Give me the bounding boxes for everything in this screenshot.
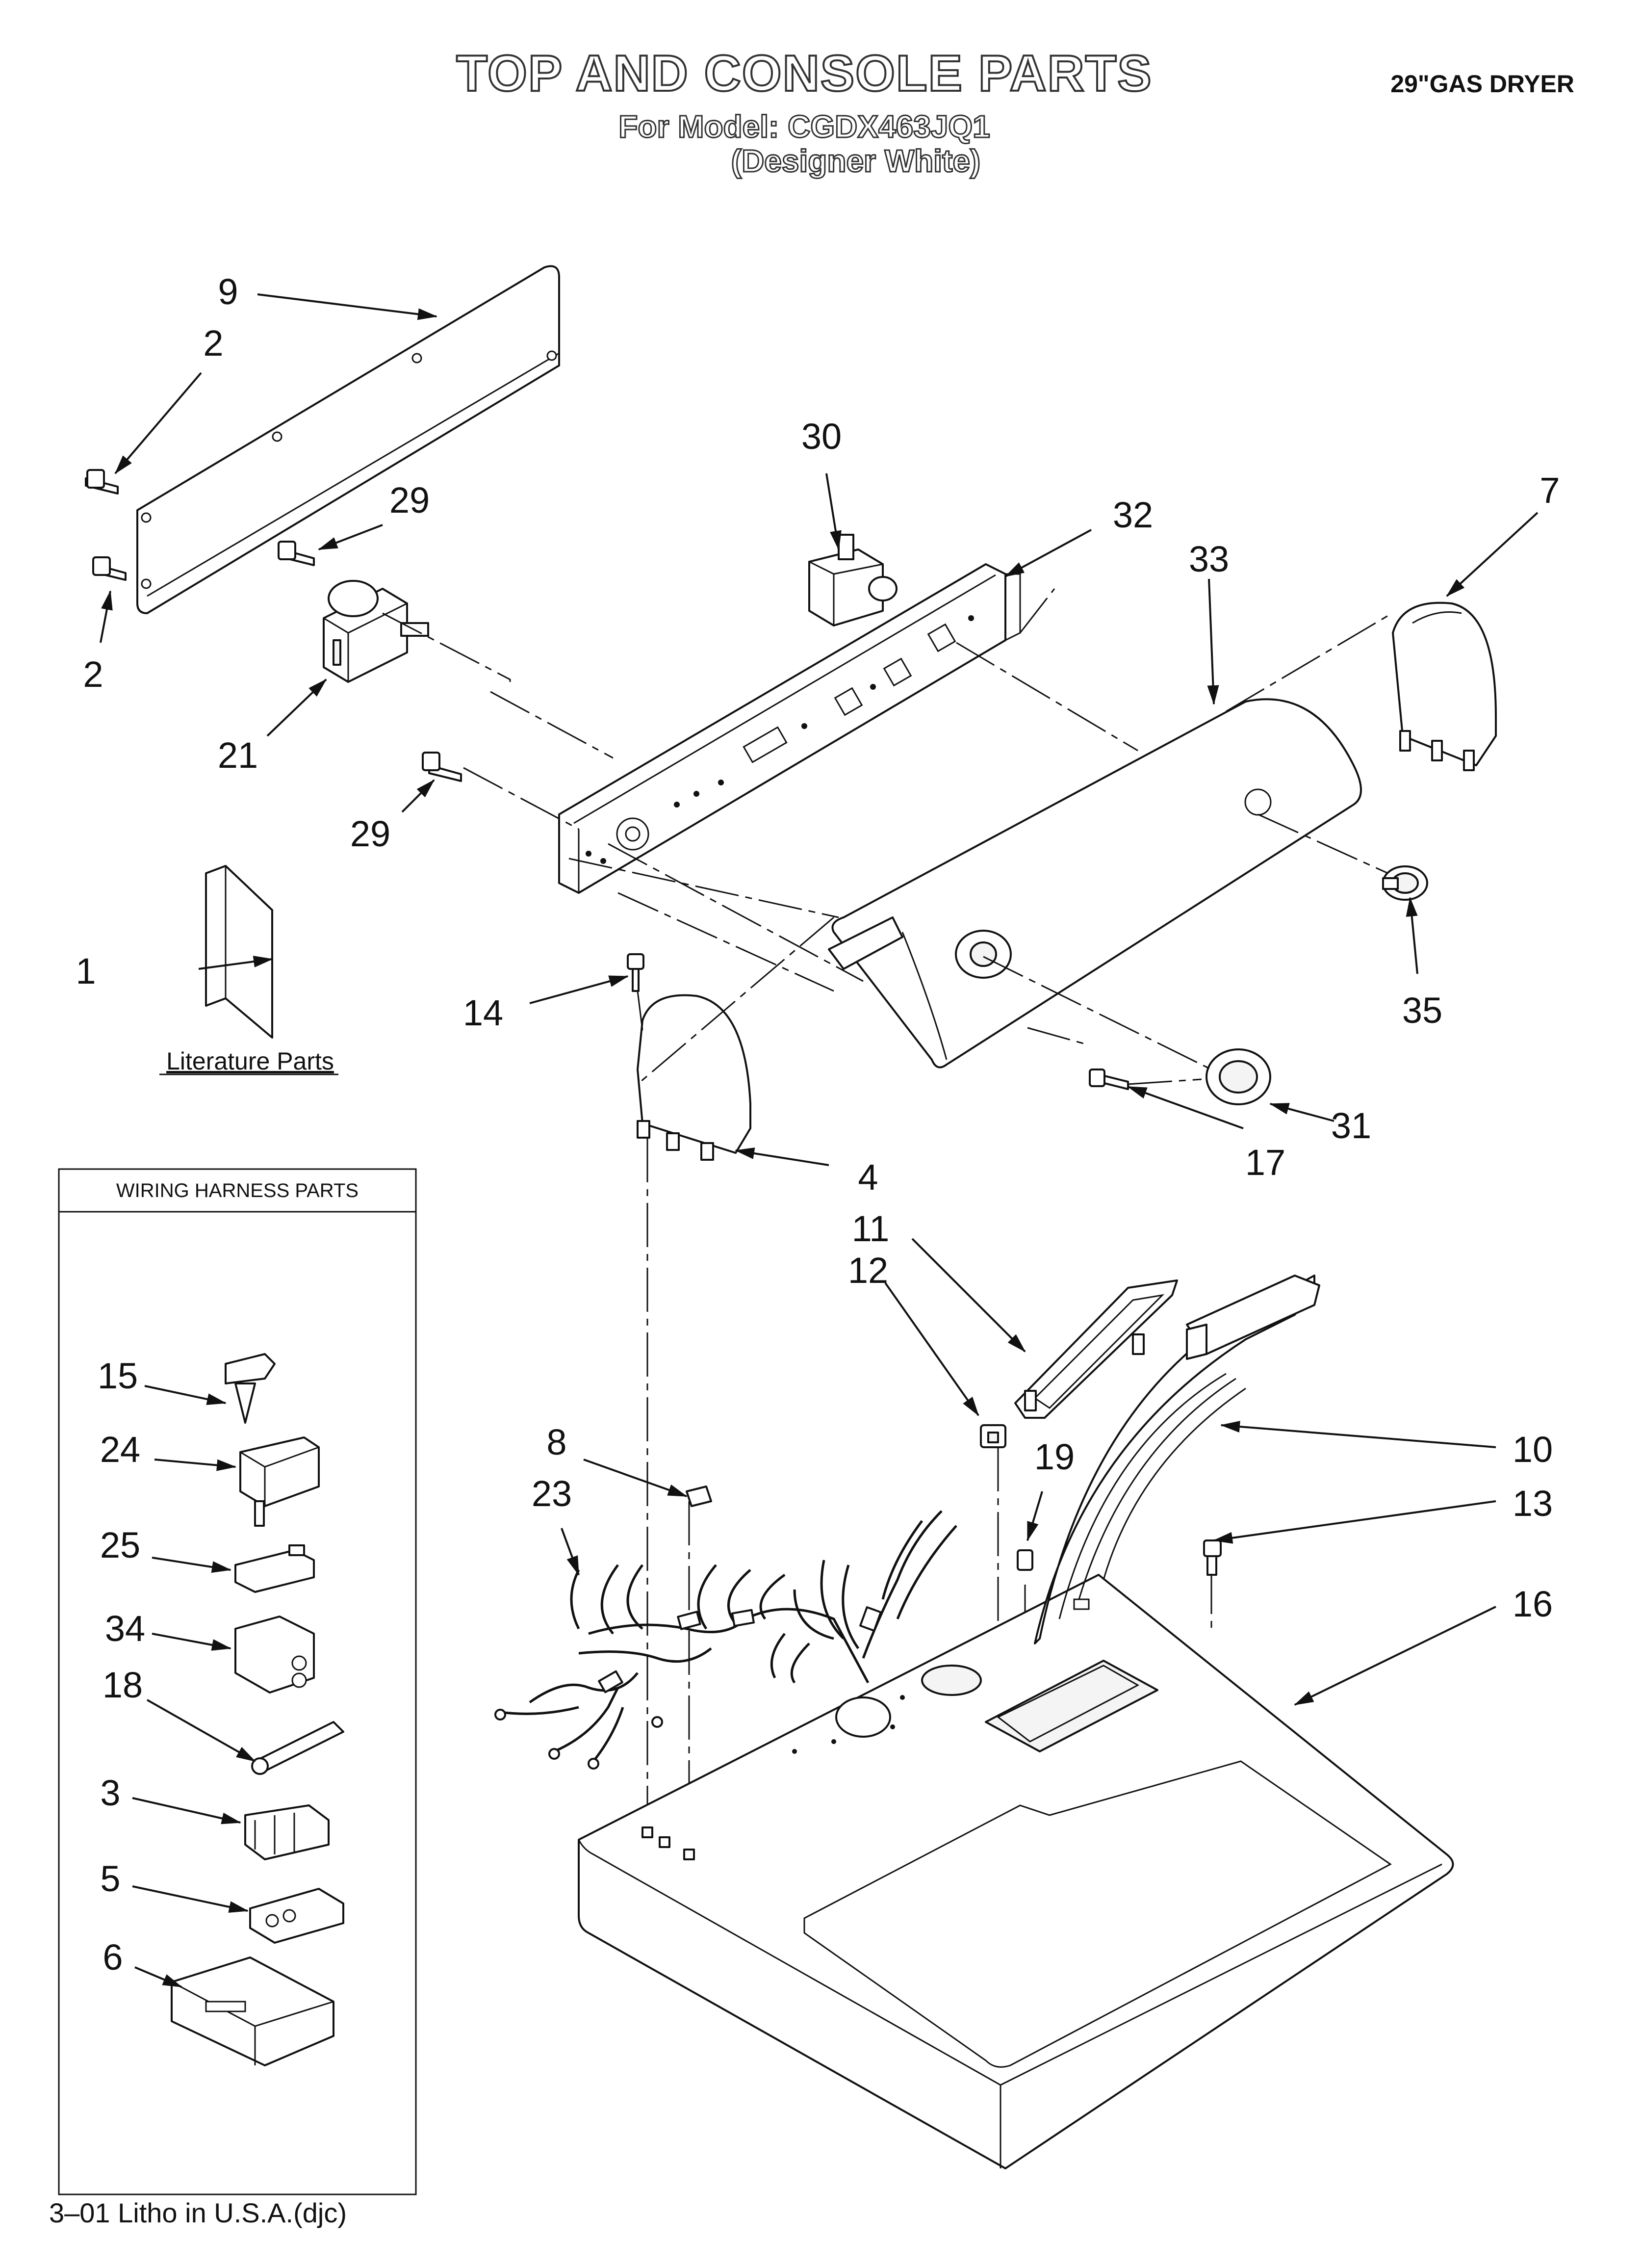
- screw-14: [627, 953, 644, 992]
- part-18-terminal: [251, 1721, 344, 1775]
- dryer-top-panel: [578, 1574, 1454, 2169]
- callout-5: 5: [100, 1858, 120, 1899]
- part-25-connector: [234, 1544, 315, 1593]
- part-5-connector: [249, 1888, 344, 1944]
- callout-14: 14: [463, 992, 503, 1033]
- callout-31: 31: [1331, 1105, 1371, 1146]
- callout-numbers: 9 2 2 29 21 29 30 32 33 7 35 31 17 14 4 …: [76, 271, 1560, 1978]
- callout-2-upper: 2: [203, 323, 223, 364]
- callout-16: 16: [1513, 1584, 1553, 1624]
- harness-clip: [686, 1486, 712, 1507]
- wiring-box-title: WIRING HARNESS PARTS: [116, 1180, 359, 1201]
- part-6-connector: [171, 1956, 334, 2066]
- left-end-cap: [637, 994, 751, 1161]
- screw-2-upper: [85, 469, 119, 495]
- part-24-connector: [239, 1436, 320, 1527]
- callout-17: 17: [1245, 1142, 1285, 1183]
- callout-35: 35: [1402, 990, 1442, 1031]
- callout-1: 1: [76, 951, 96, 991]
- callout-23: 23: [532, 1473, 572, 1514]
- callout-4: 4: [858, 1157, 878, 1198]
- callout-2-lower: 2: [83, 654, 103, 695]
- wiring-harness: [494, 1510, 957, 1770]
- lint-screen: [1014, 1279, 1178, 1419]
- screw-13: [1203, 1539, 1222, 1576]
- wiring-harness-parts-box: WIRING HARNESS PARTS: [58, 1168, 417, 2195]
- part-34-connector: [234, 1616, 315, 1694]
- model-line: For Model: CGDX463JQ1: [618, 109, 990, 144]
- timer-switch: [323, 580, 429, 683]
- product-label: 29"GAS DRYER: [1390, 70, 1574, 98]
- literature-parts-label: Literature Parts: [166, 1047, 334, 1075]
- callout-15: 15: [98, 1356, 138, 1396]
- callout-32: 32: [1113, 495, 1153, 535]
- console-mounting-bracket: [558, 563, 1021, 894]
- callout-13: 13: [1513, 1483, 1553, 1524]
- callout-18: 18: [103, 1665, 143, 1705]
- callout-34: 34: [105, 1608, 145, 1649]
- literature-booklet: [205, 865, 273, 1039]
- callout-19: 19: [1034, 1436, 1075, 1477]
- screen-clip: [980, 1424, 1006, 1448]
- knob-35: [1382, 865, 1428, 901]
- screw-29-upper: [278, 541, 315, 566]
- screw-29-lower: [422, 752, 462, 782]
- callout-29-upper: 29: [389, 480, 430, 521]
- right-end-cap: [1392, 601, 1497, 771]
- screw-17: [1089, 1069, 1129, 1090]
- console-panel: [828, 698, 1362, 1069]
- console-back-panel: [136, 265, 560, 614]
- screw-2-lower: [92, 556, 127, 581]
- callout-8: 8: [546, 1422, 566, 1462]
- page-title: TOP AND CONSOLE PARTS: [456, 45, 1152, 102]
- footer-litho: 3–01 Litho in U.S.A.(djc): [49, 2197, 347, 2228]
- part-15-connector: [225, 1353, 276, 1424]
- color-line: (Designer White): [731, 143, 980, 179]
- callout-21: 21: [218, 735, 258, 776]
- callout-29-lower: 29: [350, 813, 390, 854]
- callout-9: 9: [218, 271, 238, 312]
- part-3-connector: [244, 1804, 330, 1860]
- callout-6: 6: [103, 1937, 123, 1978]
- push-to-start-switch: [808, 534, 898, 626]
- callout-24: 24: [100, 1429, 140, 1470]
- callout-25: 25: [100, 1525, 140, 1565]
- lint-duct: [1034, 1275, 1320, 1644]
- leader-lines: [100, 293, 1539, 1988]
- callout-7: 7: [1539, 470, 1560, 511]
- grommet-19: [1017, 1549, 1033, 1571]
- callout-12: 12: [848, 1250, 888, 1291]
- callout-33: 33: [1189, 539, 1229, 579]
- callout-3: 3: [100, 1773, 120, 1813]
- callout-10: 10: [1513, 1429, 1553, 1470]
- knob-31: [1206, 1048, 1271, 1105]
- callout-11: 11: [852, 1208, 890, 1249]
- callout-30: 30: [801, 416, 842, 457]
